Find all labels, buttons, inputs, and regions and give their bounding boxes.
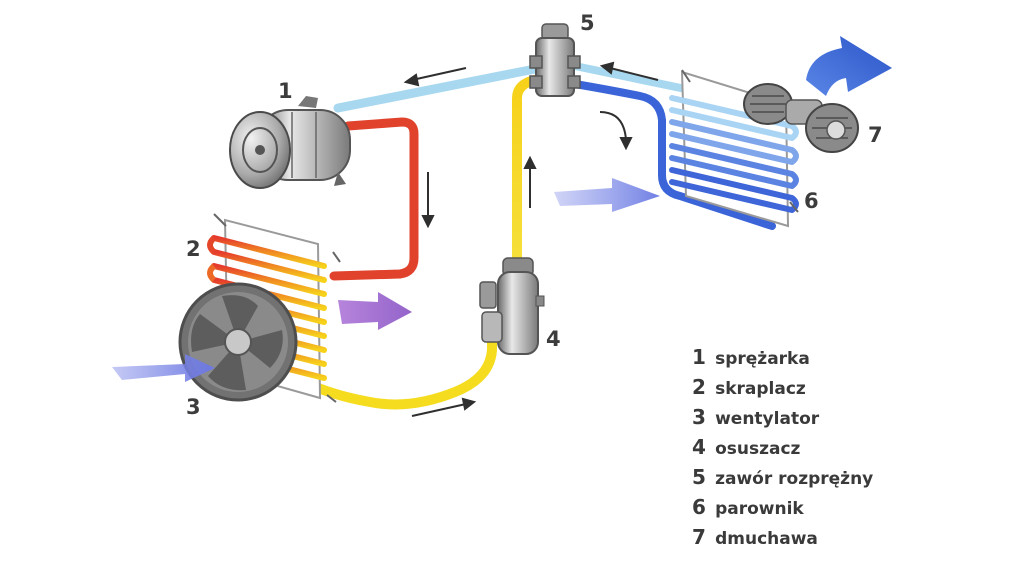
label-dryer: 4	[546, 327, 561, 351]
liquid-line-1	[295, 325, 497, 410]
legend-item-fan: 3 wentylator	[692, 402, 873, 432]
label-blower: 7	[868, 123, 883, 147]
legend-text: sprężarka	[715, 349, 810, 369]
legend-number: 2	[692, 375, 706, 399]
blower-output-arrow	[806, 36, 892, 96]
fan	[178, 282, 298, 402]
flow-arrows	[403, 61, 659, 417]
suction-line	[333, 63, 545, 113]
airflow-in-arrow	[112, 354, 215, 382]
cold-line	[571, 80, 776, 230]
legend-text: parownik	[715, 499, 804, 519]
legend-text: skraplacz	[715, 379, 806, 399]
legend-number: 5	[692, 465, 706, 489]
legend-text: dmuchawa	[715, 529, 818, 549]
label-compressor: 1	[278, 79, 293, 103]
liquid-line-2	[512, 75, 540, 267]
airflow-out-arrow	[338, 292, 412, 330]
legend-number: 1	[692, 345, 706, 369]
legend: 1 sprężarka 2 skraplacz 3 wentylator 4 o…	[692, 342, 873, 552]
legend-item-blower: 7 dmuchawa	[692, 522, 873, 552]
evaporator-airflow-arrow	[554, 178, 660, 212]
legend-item-evaporator: 6 parownik	[692, 492, 873, 522]
blower	[743, 83, 859, 153]
legend-number: 6	[692, 495, 706, 519]
legend-text: osuszacz	[715, 439, 801, 459]
label-evaporator: 6	[804, 189, 819, 213]
dryer	[479, 257, 545, 355]
legend-text: wentylator	[715, 409, 820, 429]
legend-item-compressor: 1 sprężarka	[692, 342, 873, 372]
legend-text: zawór rozprężny	[715, 469, 874, 489]
label-valve: 5	[580, 11, 595, 35]
legend-item-valve: 5 zawór rozprężny	[692, 462, 873, 492]
legend-number: 4	[692, 435, 706, 459]
discharge-line	[329, 117, 419, 281]
expansion-valve	[529, 23, 581, 97]
compressor	[229, 96, 351, 189]
legend-number: 7	[692, 525, 706, 549]
legend-item-condenser: 2 skraplacz	[692, 372, 873, 402]
legend-item-dryer: 4 osuszacz	[692, 432, 873, 462]
label-fan: 3	[186, 395, 201, 419]
label-condenser: 2	[186, 237, 201, 261]
legend-number: 3	[692, 405, 706, 429]
evaporator-outlet-line	[571, 62, 704, 96]
